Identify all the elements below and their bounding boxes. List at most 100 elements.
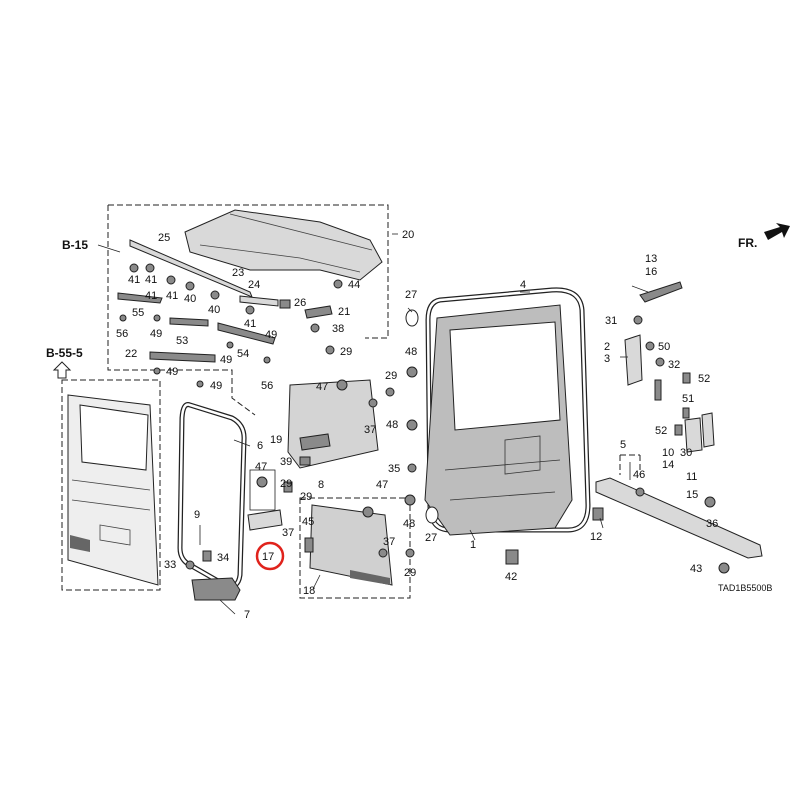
weatherstrip-4-inner: [426, 288, 590, 532]
ref-b555: B-55-5: [46, 346, 83, 360]
callout-42: 42: [505, 571, 517, 583]
rail-5: [595, 477, 763, 559]
door-trim-lower: [71, 479, 151, 546]
clip-41b: [145, 263, 155, 273]
clip-43: [718, 562, 730, 574]
callout-55: 55: [132, 307, 144, 319]
bracket-53: [169, 317, 209, 327]
bolt-36: [704, 496, 716, 508]
handle-frame: [249, 469, 276, 511]
callout-40b: 40: [208, 304, 220, 316]
callout-26: 26: [294, 297, 306, 309]
clip-41d: [245, 305, 255, 315]
callout-22: 22: [125, 348, 137, 360]
callout-49b: 49: [150, 328, 162, 340]
upper-spoiler-frame: [107, 204, 389, 416]
bolt-33: [185, 560, 195, 570]
callout-40: 40: [184, 293, 196, 305]
callout-39: 39: [280, 456, 292, 468]
ref-b15-leader: [97, 244, 121, 253]
callout-8: 8: [318, 479, 324, 491]
garnish-24: [239, 295, 279, 307]
highlight-circle-17[interactable]: [255, 541, 285, 571]
callout-52: 52: [698, 373, 710, 385]
hinge-frame: [619, 454, 641, 475]
clip-39: [299, 456, 311, 466]
grommet-47c: [362, 506, 374, 518]
callout-29d: 29: [404, 567, 416, 579]
callout-46: 46: [633, 469, 645, 481]
screw-37a: [368, 398, 378, 408]
callout-16: 16: [645, 266, 657, 278]
callout-17[interactable]: 17: [262, 551, 274, 563]
callout-56: 56: [116, 328, 128, 340]
callout-30: 30: [680, 447, 692, 459]
callout-24: 24: [248, 279, 260, 291]
callout-15: 15: [686, 489, 698, 501]
callout-7: 7: [244, 609, 250, 621]
callout-11: 11: [686, 471, 697, 483]
bumper-12: [592, 507, 604, 521]
callout-51: 51: [682, 393, 694, 405]
diagram-code: TAD1B5500B: [718, 583, 772, 593]
bracket-21: [304, 305, 333, 319]
front-arrow-icon: [764, 223, 790, 240]
screw-29b: [385, 387, 395, 397]
callout-3: 3: [604, 353, 610, 365]
cap-27a: [405, 309, 419, 327]
stop-52a: [682, 372, 691, 384]
screw-37b: [378, 548, 388, 558]
callout-29e: 29: [280, 478, 292, 490]
callout-48c: 48: [403, 518, 415, 530]
stop-52b: [674, 424, 683, 436]
stay-13: [639, 281, 683, 303]
callout-41e: 41: [244, 318, 256, 330]
callout-49: 49: [265, 329, 277, 341]
clip-49a: [153, 314, 161, 322]
weatherstrip-6: [177, 402, 247, 589]
door-trim-stripes: [70, 535, 90, 552]
spoiler: [184, 209, 383, 281]
callout-37: 37: [364, 424, 376, 436]
clip-38: [310, 323, 320, 333]
screw-29c: [405, 548, 415, 558]
clip-44: [333, 279, 343, 289]
clip-41a: [129, 263, 139, 273]
callout-56b: 56: [261, 380, 273, 392]
tailgate-detail: [444, 435, 561, 501]
callout-47: 47: [316, 381, 328, 393]
callout-41: 41: [128, 274, 140, 286]
callout-18: 18: [303, 585, 315, 597]
callout-29: 29: [340, 346, 352, 358]
callout-54: 54: [237, 348, 249, 360]
callout-41d: 41: [145, 290, 157, 302]
grommet-48a: [406, 366, 418, 378]
nut-50: [645, 341, 655, 351]
callout-47b: 47: [376, 479, 388, 491]
spoiler-detail: [199, 213, 373, 273]
cap-27b: [425, 506, 439, 524]
callout-10: 10: [662, 447, 674, 459]
clip-35: [407, 463, 417, 473]
callout-50: 50: [658, 341, 670, 353]
callout-29b: 29: [385, 370, 397, 382]
door-trim-frame: [61, 379, 161, 591]
callout-9: 9: [194, 509, 200, 521]
callout-27: 27: [405, 289, 417, 301]
clip-49d: [196, 380, 204, 388]
clip-41c: [166, 275, 176, 285]
callout-52b: 52: [655, 425, 667, 437]
callout-4: 4: [520, 279, 526, 291]
bracket-22: [149, 351, 216, 363]
clip-26: [279, 299, 291, 309]
front-label: FR.: [738, 236, 757, 250]
callout-41b: 41: [145, 274, 157, 286]
leader-lines: [219, 233, 649, 615]
clip-40b: [210, 290, 220, 300]
callout-labels: 20 25 41 41 41 41 40 40 23 24 26 44 21 3…: [116, 229, 718, 621]
hinge-2: [624, 334, 643, 386]
callout-32: 32: [668, 359, 680, 371]
hinge-11: [701, 412, 715, 448]
callout-35: 35: [388, 463, 400, 475]
